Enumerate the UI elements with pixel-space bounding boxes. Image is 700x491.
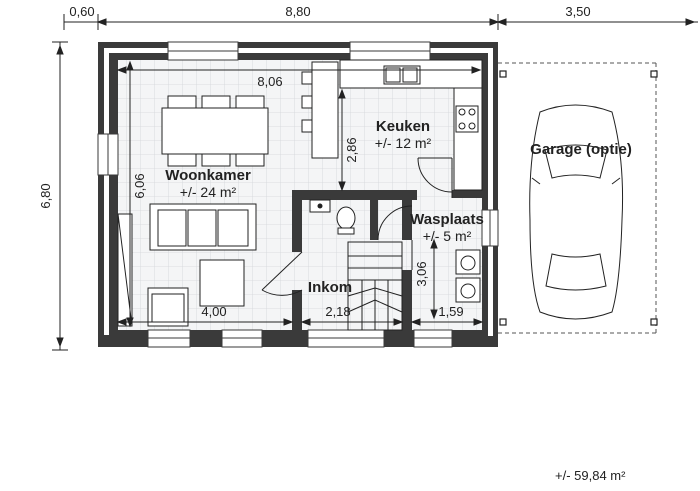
garage-outline xyxy=(498,62,657,334)
dim-kitchen-height: 2,86 xyxy=(344,137,359,162)
living-furniture xyxy=(117,203,257,327)
wall-insulation xyxy=(104,48,493,336)
interior-walls xyxy=(292,190,482,330)
door-swings xyxy=(261,157,453,296)
kitchen-name: Keuken xyxy=(376,118,430,135)
exterior-walls xyxy=(98,42,498,347)
living-room-area: +/- 24 m² xyxy=(180,184,237,200)
dim-top-left: 0,60 xyxy=(69,4,94,19)
dim-left-height: 6,80 xyxy=(38,183,53,208)
kitchen-counter xyxy=(301,59,483,191)
dimension-lines xyxy=(52,14,698,351)
laundry-area: +/- 5 m² xyxy=(423,228,472,244)
front-door xyxy=(307,329,385,348)
windows xyxy=(97,41,499,348)
kitchen-area: +/- 12 m² xyxy=(375,135,432,151)
dim-laundry-width: 1,59 xyxy=(438,304,463,319)
hall-name: Inkom xyxy=(308,279,352,296)
room-labels: Woonkamer +/- 24 m² Keuken +/- 12 m² Was… xyxy=(165,118,632,296)
total-area: +/- 59,84 m² xyxy=(555,468,626,483)
dim-top-right: 3,50 xyxy=(565,4,590,19)
dim-living-bottom: 4,00 xyxy=(201,304,226,319)
car-icon xyxy=(529,104,624,320)
dim-hall-width: 2,18 xyxy=(325,304,350,319)
living-room-name: Woonkamer xyxy=(165,167,251,184)
dimension-labels: 0,60 8,80 3,50 6,80 8,06 6,06 2,86 4,00 … xyxy=(38,4,591,319)
dim-living-width: 8,06 xyxy=(257,74,282,89)
laundry-name: Wasplaats xyxy=(410,211,484,228)
dim-top-middle: 8,80 xyxy=(285,4,310,19)
dim-laundry-height: 3,06 xyxy=(414,261,429,286)
toilet xyxy=(309,199,356,235)
dim-living-height: 6,06 xyxy=(132,173,147,198)
washing-machine xyxy=(455,249,481,303)
dining-table xyxy=(161,95,269,167)
garage-name: Garage (optie) xyxy=(530,141,632,158)
garage-posts xyxy=(499,70,658,326)
